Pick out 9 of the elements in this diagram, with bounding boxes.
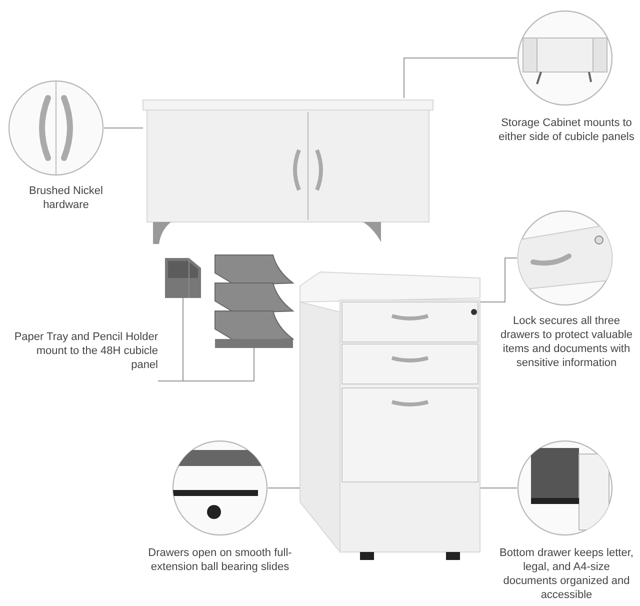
callout-caption: Brushed Nickel hardware: [28, 184, 104, 212]
callout-caption: Paper Tray and Pencil Holder mount to the 48H cubicle panel: [8, 330, 158, 372]
leader-line: [480, 258, 518, 302]
callout-caption: Bottom drawer keeps letter, legal, and A4-size documents organized and accessible: [498, 546, 634, 602]
callout-caption: Drawers open on smooth full-extension ball bearing slides: [147, 546, 293, 574]
leader-line: [158, 348, 254, 382]
callout-caption: Storage Cabinet mounts to either side of cubicle panels: [498, 116, 636, 144]
callout-caption: Lock secures all three drawers to protect valuable items and documents with sensitive information: [499, 314, 634, 370]
leader-line: [404, 58, 518, 98]
